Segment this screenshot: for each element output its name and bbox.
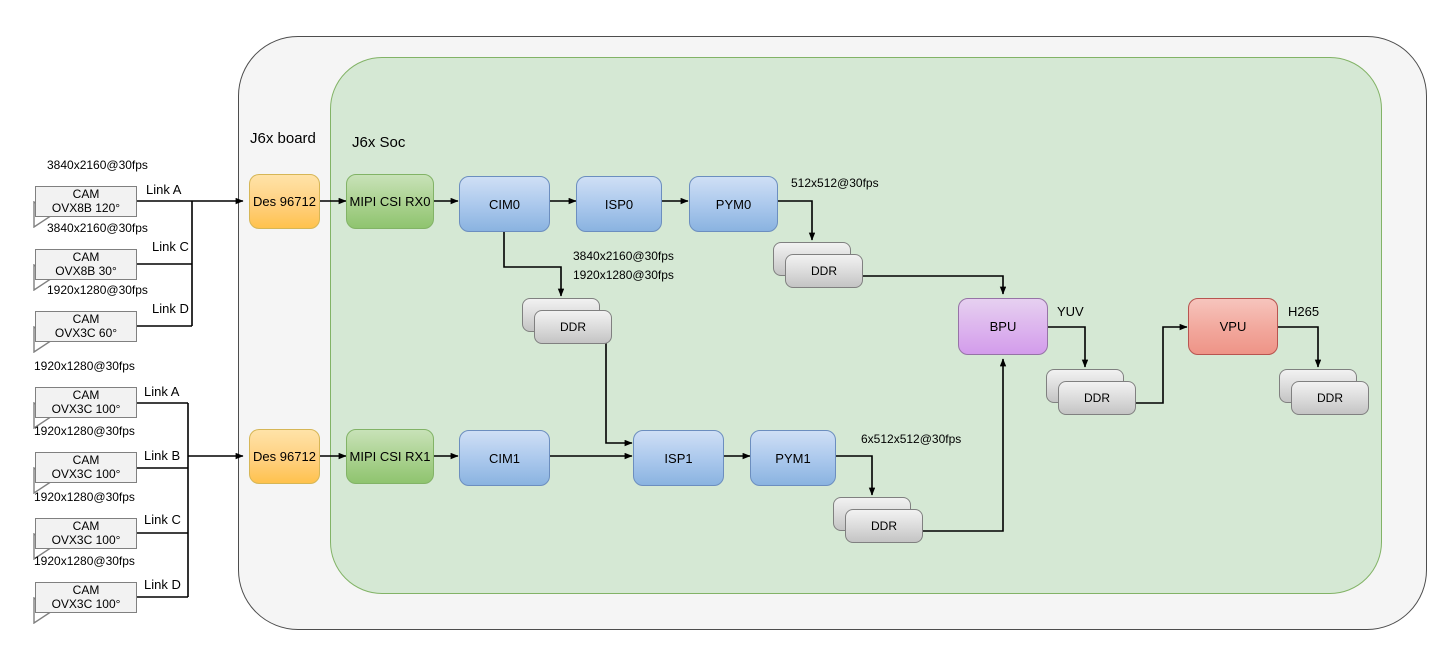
camera-resolution-label: 1920x1280@30fps	[34, 554, 135, 568]
node-pym1[interactable]: PYM1	[750, 430, 836, 486]
ddr-label: DDR	[785, 254, 863, 288]
camera-link-label: Link D	[152, 301, 189, 316]
ddr-label: DDR	[1058, 381, 1136, 415]
label-j6x-soc: J6x Soc	[352, 134, 406, 151]
camera-lens-icon	[12, 389, 54, 429]
ddr-cim0[interactable]: DDR	[522, 298, 612, 346]
camera-resolution-label: 3840x2160@30fps	[47, 221, 148, 235]
camera-resolution-label: 1920x1280@30fps	[34, 490, 135, 504]
camera-lens-icon	[12, 584, 54, 624]
node-isp0[interactable]: ISP0	[576, 176, 662, 232]
camera-box[interactable]: CAM OVX3C 60°	[35, 311, 137, 342]
camera-link-label: Link D	[144, 577, 181, 592]
camera-model: OVX3C 100°	[51, 532, 121, 547]
camera-model: OVX8B 120°	[51, 200, 121, 215]
camera-box[interactable]: CAM OVX3C 100°	[35, 387, 137, 418]
camera-link-label: Link A	[146, 182, 182, 197]
ddr-label: DDR	[845, 509, 923, 543]
ddr-vpu[interactable]: DDR	[1279, 369, 1369, 417]
ddr-label: DDR	[534, 310, 612, 344]
camera-lens-icon	[12, 454, 54, 494]
camera-resolution-label: 1920x1280@30fps	[34, 424, 135, 438]
edge-label-pym0-ddr: 512x512@30fps	[791, 176, 879, 190]
camera-link-label: Link C	[152, 239, 189, 254]
edge-label-cim0-ddr-line2: 1920x1280@30fps	[573, 268, 674, 282]
node-mipi-csi-rx1[interactable]: MIPI CSI RX1	[346, 429, 434, 484]
edge-label-pym1-ddr: 6x512x512@30fps	[861, 432, 962, 446]
camera-title: CAM	[72, 187, 100, 202]
camera-model: OVX3C 100°	[51, 401, 121, 416]
camera-model: OVX3C 100°	[51, 466, 121, 481]
camera-lens-icon	[12, 251, 54, 291]
camera-title: CAM	[72, 453, 100, 468]
camera-title: CAM	[72, 250, 100, 265]
camera-lens-icon	[12, 313, 54, 353]
camera-title: CAM	[72, 388, 100, 403]
camera-model: OVX3C 60°	[54, 325, 118, 340]
camera-title: CAM	[72, 583, 100, 598]
ddr-label: DDR	[1291, 381, 1369, 415]
edge-label-vpu-ddr: H265	[1288, 304, 1320, 319]
camera-model: OVX3C 100°	[51, 596, 121, 611]
camera-box[interactable]: CAM OVX3C 100°	[35, 452, 137, 483]
camera-model: OVX8B 30°	[55, 263, 117, 278]
edge-label-bpu-ddr: YUV	[1057, 304, 1084, 319]
camera-box[interactable]: CAM OVX8B 30°	[35, 249, 137, 280]
camera-lens-icon	[12, 520, 54, 560]
ddr-pym0[interactable]: DDR	[773, 242, 863, 290]
node-mipi-csi-rx0[interactable]: MIPI CSI RX0	[346, 174, 434, 229]
camera-link-label: Link A	[144, 384, 180, 399]
node-vpu[interactable]: VPU	[1188, 298, 1278, 355]
ddr-pym1[interactable]: DDR	[833, 497, 923, 545]
camera-box[interactable]: CAM OVX8B 120°	[35, 186, 137, 217]
camera-resolution-label: 1920x1280@30fps	[47, 283, 148, 297]
camera-box[interactable]: CAM OVX3C 100°	[35, 582, 137, 613]
camera-link-label: Link C	[144, 512, 181, 527]
camera-resolution-label: 1920x1280@30fps	[34, 359, 135, 373]
node-des-96712-0[interactable]: Des 96712	[249, 174, 320, 229]
node-des-96712-1[interactable]: Des 96712	[249, 429, 320, 484]
camera-title: CAM	[72, 312, 100, 327]
node-pym0[interactable]: PYM0	[689, 176, 778, 232]
camera-title: CAM	[72, 519, 100, 534]
node-bpu[interactable]: BPU	[958, 298, 1048, 355]
camera-link-label: Link B	[144, 448, 181, 463]
node-isp1[interactable]: ISP1	[633, 430, 724, 486]
edge-label-cim0-ddr-line1: 3840x2160@30fps	[573, 249, 674, 263]
camera-box[interactable]: CAM OVX3C 100°	[35, 518, 137, 549]
camera-resolution-label: 3840x2160@30fps	[47, 158, 148, 172]
node-cim0[interactable]: CIM0	[459, 176, 550, 232]
label-j6x-board: J6x board	[250, 130, 316, 147]
camera-lens-icon	[12, 188, 54, 228]
ddr-bpu[interactable]: DDR	[1046, 369, 1136, 417]
node-cim1[interactable]: CIM1	[459, 430, 550, 486]
